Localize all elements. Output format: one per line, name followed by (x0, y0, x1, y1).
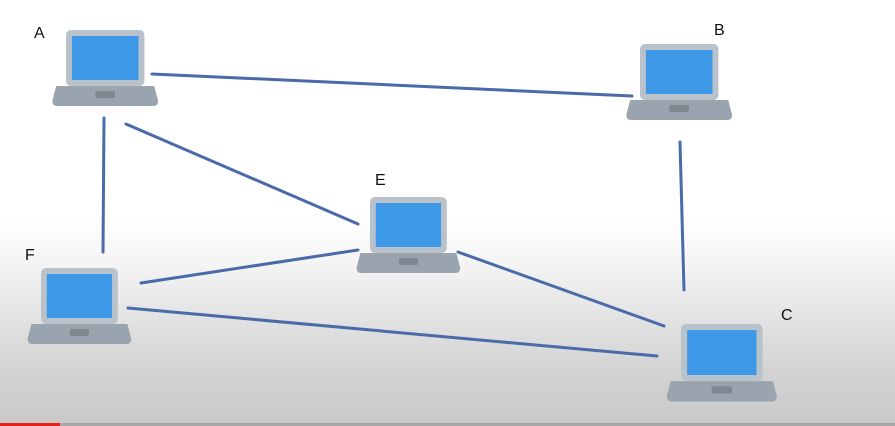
edge-f-c (126, 306, 659, 358)
edge-b-c (678, 140, 686, 292)
node-label-f: F (25, 247, 35, 264)
edge-a-b (150, 72, 634, 98)
laptop-icon (666, 324, 777, 402)
node-label-b: B (714, 22, 725, 39)
video-progress-bar[interactable] (0, 423, 895, 426)
laptop-icon (52, 30, 159, 106)
laptop-icon (356, 197, 461, 273)
node-label-c: C (781, 307, 793, 324)
edge-f-e (139, 248, 360, 285)
node-f: F (25, 247, 132, 344)
edge-a-e (124, 122, 360, 226)
video-progress-fill (0, 423, 60, 426)
node-c: C (666, 307, 793, 402)
edges (101, 72, 686, 358)
node-b: B (626, 22, 733, 120)
laptop-icon (27, 268, 132, 344)
laptop-icon (626, 44, 733, 120)
node-a: A (34, 25, 159, 106)
edge-a-f (101, 116, 106, 254)
node-label-a: A (34, 25, 45, 42)
nodes: A B C E F (25, 22, 793, 402)
edge-e-c (456, 250, 666, 328)
node-label-e: E (375, 172, 386, 189)
node-e: E (356, 172, 461, 273)
